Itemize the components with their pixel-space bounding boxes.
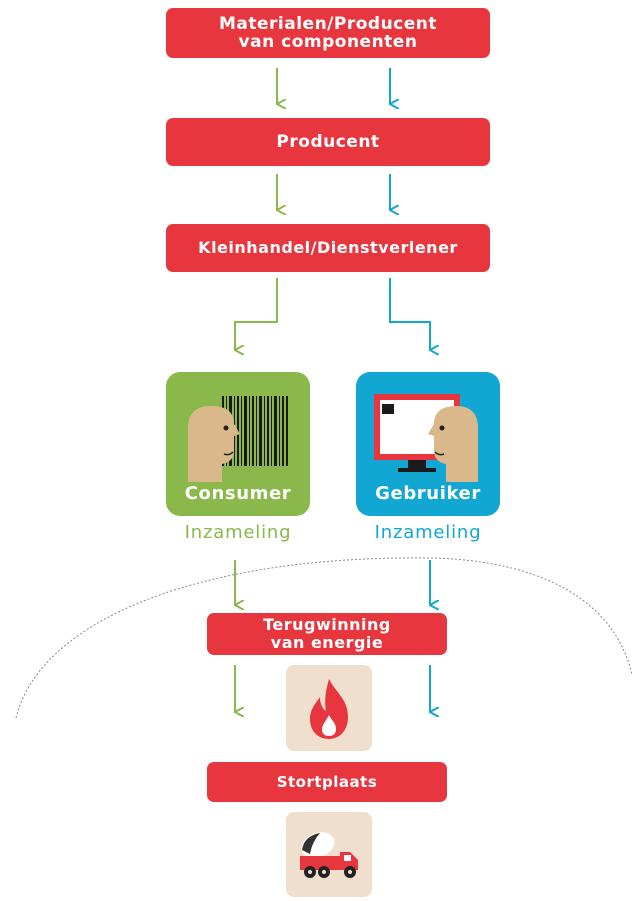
energy-recovery-box: Terugwinning van energie: [207, 613, 447, 655]
user-tile: Gebruiker: [356, 372, 500, 516]
recovery-line-1: Terugwinning: [263, 615, 391, 634]
landfill-label: Stortplaats: [276, 773, 378, 791]
materials-producer-box: Materialen/Producent van componenten: [166, 8, 490, 58]
flame-icon: [310, 679, 348, 739]
materials-line-1: Materialen/Producent: [218, 14, 438, 34]
user-label: Gebruiker: [375, 483, 481, 504]
retail-label: Kleinhandel/Dienstverlener: [198, 238, 458, 257]
green-arrow-3: [234, 278, 278, 350]
producer-label: Producent: [276, 132, 380, 152]
collection-label-right: Inzameling: [374, 522, 482, 543]
consumer-tile: Consumer: [166, 372, 310, 516]
consumer-barcode-icon: [188, 396, 288, 482]
collection-label-left: Inzameling: [184, 522, 292, 543]
consumer-label: Consumer: [184, 483, 292, 504]
materials-line-2: van componenten: [238, 32, 418, 52]
cement-truck-icon: [300, 832, 358, 878]
cement-truck-icon-box: [286, 812, 372, 897]
blue-arrow-3: [389, 278, 430, 350]
flame-icon-box: [286, 665, 372, 751]
boundary-dotted-arc: [15, 557, 633, 719]
producer-box: Producent: [166, 118, 490, 166]
recovery-line-2: van energie: [270, 633, 384, 652]
retail-box: Kleinhandel/Dienstverlener: [166, 224, 490, 272]
user-computer-icon: [374, 394, 478, 482]
landfill-box: Stortplaats: [207, 762, 447, 802]
